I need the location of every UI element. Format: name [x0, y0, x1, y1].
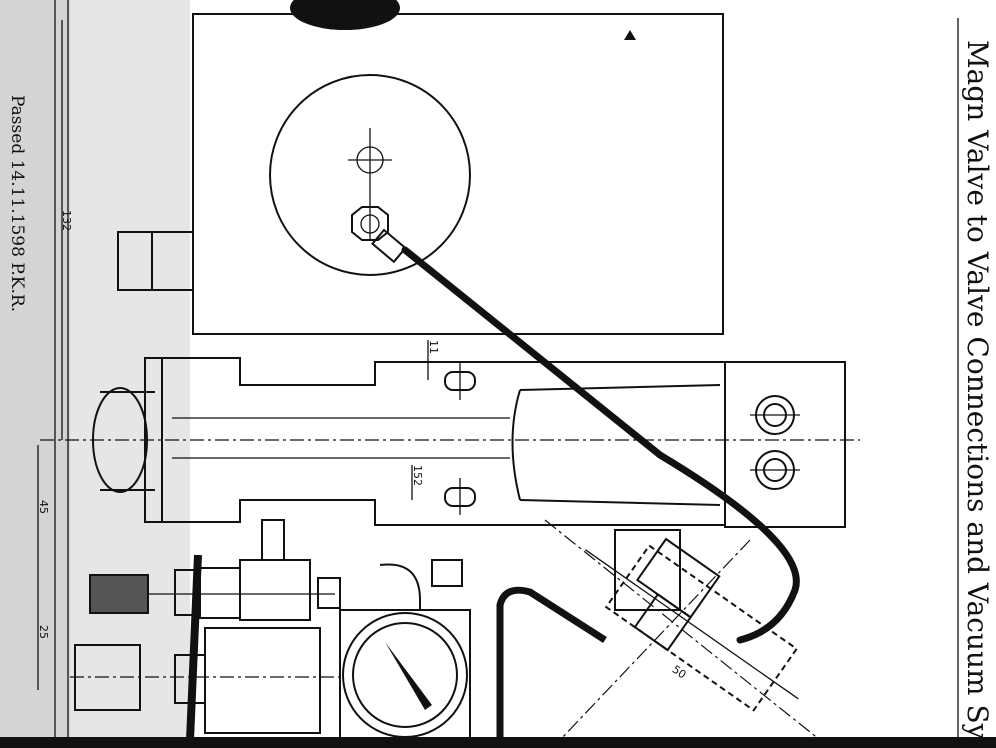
gauge-needle-icon: [385, 642, 432, 710]
vacuum-gauge: [339, 559, 471, 741]
dimension-25: 25: [37, 600, 50, 690]
plate-marker: [624, 30, 636, 40]
svg-text:45: 45: [37, 500, 50, 514]
dimension-132: 132: [60, 20, 73, 440]
solenoid-body: [70, 627, 340, 734]
drawing-title: Magn Valve to Valve Connections and Vacu…: [961, 40, 994, 748]
dimension-45: 45: [37, 445, 50, 600]
angled-valve: 50: [584, 537, 799, 712]
hose-fitting: [351, 206, 407, 264]
vacuum-hose: [401, 246, 800, 644]
svg-text:132: 132: [60, 210, 73, 231]
svg-text:50: 50: [670, 663, 689, 682]
svg-text:25: 25: [37, 625, 50, 639]
cylinder-assembly: [40, 357, 860, 526]
dimension-152: 152: [411, 465, 424, 486]
sheet-border: [54, 0, 959, 748]
dimension-11: 11: [427, 340, 440, 354]
shaft-center-mark: [348, 128, 392, 240]
approval-signature: Passed 14.11.1598 P.K.R.: [7, 95, 27, 312]
support-rod: [186, 554, 202, 741]
mounting-block: [724, 361, 846, 528]
connector-hose: [496, 586, 607, 740]
knurled-knob: [89, 519, 341, 621]
valve-plate: [117, 13, 724, 335]
